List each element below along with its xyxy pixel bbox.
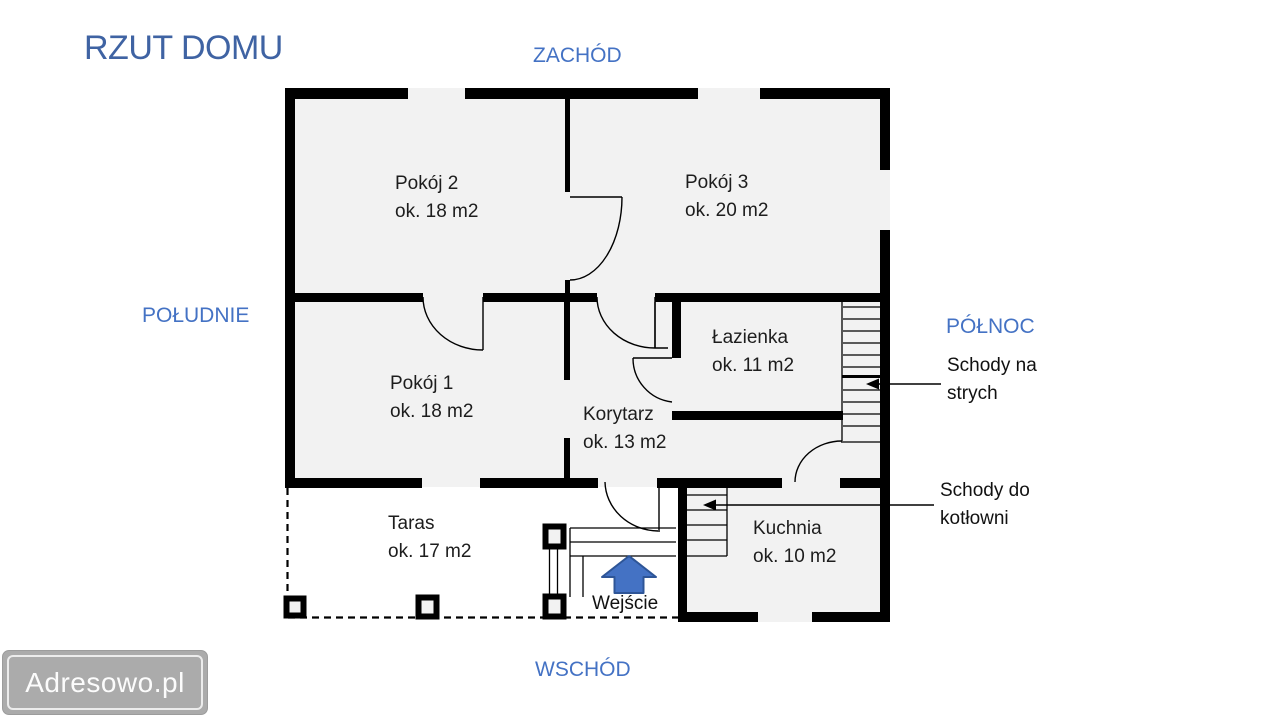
room-label-pokoj1: Pokój 1 ok. 18 m2 — [390, 370, 473, 426]
room-label-taras: Taras ok. 17 m2 — [388, 510, 471, 566]
room-area: ok. 20 m2 — [685, 200, 769, 221]
direction-north: PÓŁNOC — [946, 315, 1035, 338]
room-name: Korytarz — [583, 404, 654, 425]
room-name: Taras — [388, 513, 435, 534]
page-title: RZUT DOMU — [84, 29, 283, 67]
room-area: ok. 18 m2 — [395, 201, 479, 222]
boiler-stairs-annotation: Schody do kotłowni — [940, 477, 1030, 533]
annotation-line: kotłowni — [940, 508, 1009, 529]
room-label-korytarz: Korytarz ok. 13 m2 — [583, 401, 666, 457]
room-area: ok. 17 m2 — [388, 541, 472, 562]
room-name: Pokój 1 — [390, 373, 454, 394]
doors — [422, 196, 843, 532]
attic-stairs-arrow — [866, 378, 941, 390]
entrance-annotation: Wejście — [592, 593, 659, 614]
terrace-posts — [283, 523, 567, 620]
room-area: ok. 10 m2 — [753, 546, 837, 567]
watermark-badge: Adresowo.pl — [2, 650, 208, 715]
boiler-stairs — [687, 487, 728, 557]
terrace-boundary — [286, 488, 678, 619]
room-name: Pokój 2 — [395, 173, 459, 194]
walls — [285, 88, 890, 622]
room-area: ok. 13 m2 — [583, 432, 667, 453]
room-name: Łazienka — [712, 327, 789, 348]
room-area: ok. 18 m2 — [390, 401, 474, 422]
room-label-kuchnia: Kuchnia ok. 10 m2 — [753, 515, 836, 571]
entrance-arrow-icon — [601, 555, 657, 594]
entrance-steps — [548, 527, 676, 597]
boiler-stairs-arrow — [703, 499, 934, 511]
direction-west: ZACHÓD — [533, 44, 622, 67]
room-name: Kuchnia — [753, 518, 822, 539]
room-fills — [285, 88, 890, 622]
direction-east: WSCHÓD — [535, 658, 631, 681]
annotation-line: Schody na — [947, 355, 1037, 376]
room-label-lazienka: Łazienka ok. 11 m2 — [712, 324, 794, 380]
attic-stairs — [841, 302, 880, 443]
room-label-pokoj2: Pokój 2 ok. 18 m2 — [395, 170, 478, 226]
annotation-line: strych — [947, 383, 998, 404]
room-name: Pokój 3 — [685, 172, 749, 193]
attic-stairs-annotation: Schody na strych — [947, 352, 1037, 408]
watermark-text: Adresowo.pl — [25, 666, 185, 698]
room-label-pokoj3: Pokój 3 ok. 20 m2 — [685, 169, 768, 225]
annotation-line: Schody do — [940, 480, 1030, 501]
direction-south: POŁUDNIE — [142, 304, 250, 327]
room-area: ok. 11 m2 — [712, 355, 795, 376]
watermark-border — [7, 655, 203, 710]
